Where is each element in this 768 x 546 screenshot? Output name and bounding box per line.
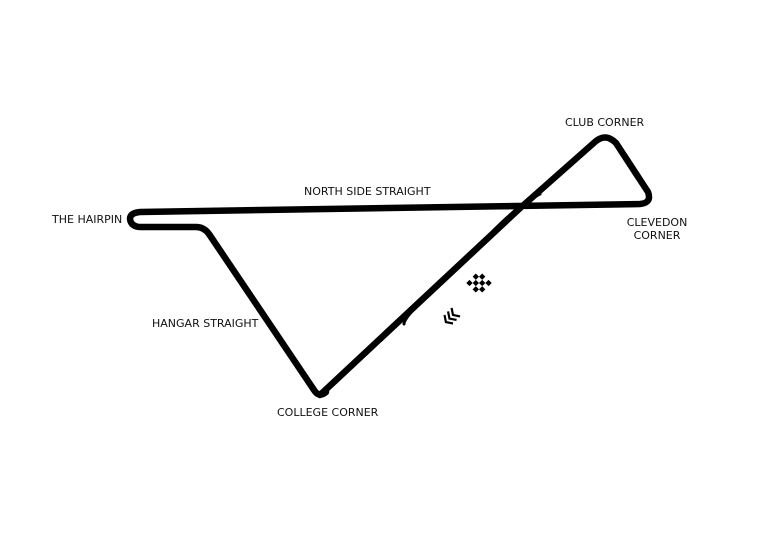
clevedon-corner-label-line2: CORNER: [633, 229, 681, 242]
clevedon-corner-label-line1: CLEVEDON: [626, 216, 688, 229]
pit-lane: [402, 192, 542, 326]
club-corner-label: CLUB CORNER: [565, 116, 645, 129]
north-side-straight-label: NORTH SIDE STRAIGHT: [304, 185, 431, 198]
direction-chevrons-icon: [443, 307, 461, 325]
checkered-flag-icon: [466, 270, 492, 296]
hangar-straight-label: HANGAR STRAIGHT: [152, 317, 259, 330]
college-corner-label: COLLEGE CORNER: [277, 406, 379, 419]
track-main: [126, 134, 653, 399]
clevedon-corner-label: CLEVEDON CORNER: [622, 216, 692, 242]
the-hairpin-label: THE HAIRPIN: [52, 213, 123, 226]
